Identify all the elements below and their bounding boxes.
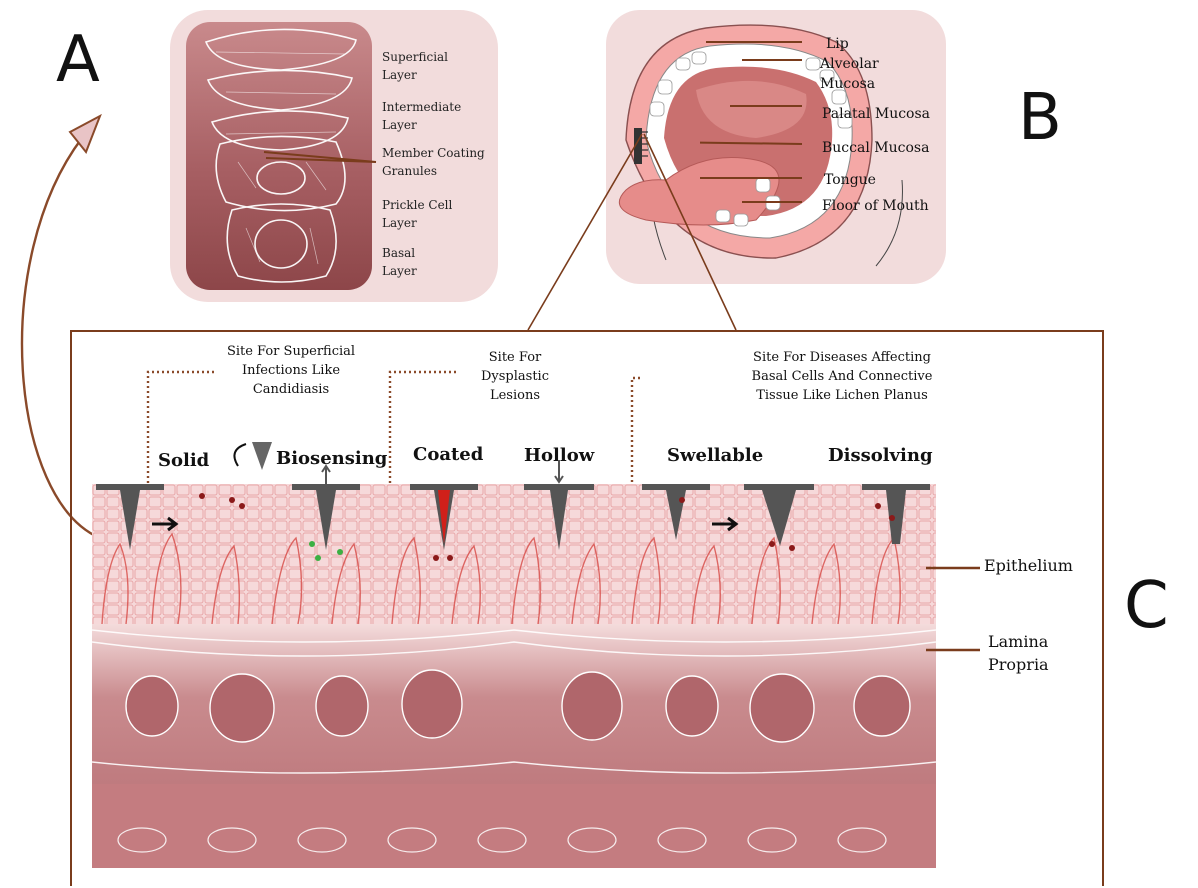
tissue-label-lamina-propria: Lamina Propria xyxy=(988,630,1049,676)
zoom-lines xyxy=(520,130,750,340)
region-label-palatal-mucosa: Palatal Mucosa xyxy=(822,104,962,124)
dissolving-needle xyxy=(886,490,906,544)
tissue-label-epithelium: Epithelium xyxy=(984,554,1073,577)
biosensing-needle xyxy=(316,490,336,550)
solid-needle xyxy=(120,490,140,550)
region-label-lip: Lip xyxy=(826,34,966,54)
region-label-buccal-mucosa: Buccal Mucosa xyxy=(822,138,962,158)
region-label-tongue: Tongue xyxy=(824,170,964,190)
panel-label-c: C xyxy=(1124,574,1169,638)
layer-label-granules: Member Coating Granules xyxy=(382,144,502,180)
panel-label-b: B xyxy=(1018,86,1062,150)
layer-label-prickle-cell: Prickle Cell Layer xyxy=(382,196,502,232)
rotation-arrow-icon xyxy=(226,436,276,476)
region-label-alveolar-mucosa: Alveolar Mucosa xyxy=(820,54,960,94)
tissue-leader-lines xyxy=(922,560,984,680)
granules-leader-lines xyxy=(260,138,390,178)
hollow-needle xyxy=(550,490,568,550)
microneedle-array xyxy=(92,460,936,580)
panel-label-a: A xyxy=(56,28,100,92)
region-label-floor-of-mouth: Floor of Mouth xyxy=(822,196,962,216)
layer-label-basal: Basal Layer xyxy=(382,244,502,280)
swellable-needle xyxy=(762,490,796,546)
layer-label-superficial: Superficial Layer xyxy=(382,48,502,84)
site-basal-cell-diseases: Site For Diseases Affecting Basal Cells … xyxy=(722,348,962,405)
layer-label-intermediate: Intermediate Layer xyxy=(382,98,502,134)
